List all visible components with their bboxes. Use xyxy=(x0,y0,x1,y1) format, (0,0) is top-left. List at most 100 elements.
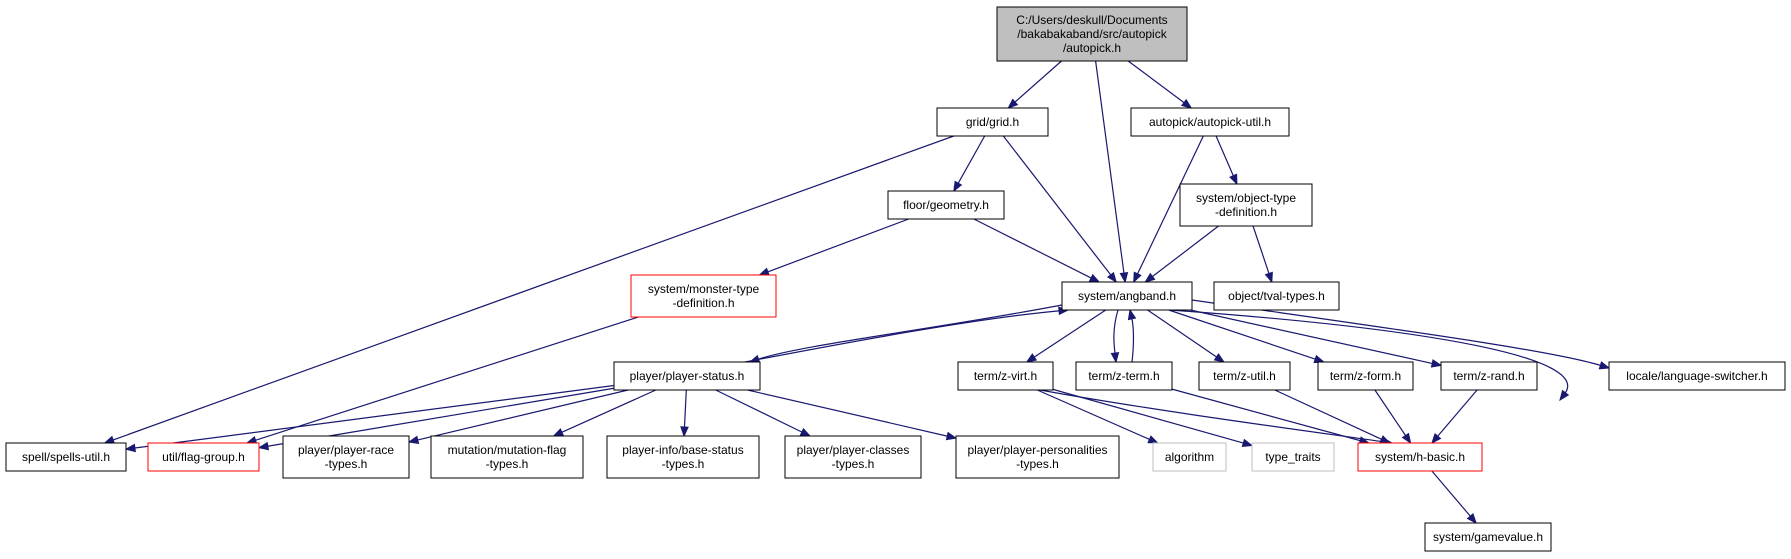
node-personalities[interactable]: player/player-personalities-types.h xyxy=(955,435,1120,479)
node-typetraits[interactable]: type_traits xyxy=(1251,442,1335,472)
node-label-line: player/player-status.h xyxy=(630,369,745,383)
edge-player_status-to-spells xyxy=(124,384,615,453)
edge-angband-to-gamevalue xyxy=(1169,309,1570,402)
node-autopick-util[interactable]: autopick/autopick-util.h xyxy=(1130,107,1290,137)
node-gamevalue[interactable]: system/gamevalue.h xyxy=(1424,522,1552,552)
node-angband[interactable]: system/angband.h xyxy=(1061,281,1193,311)
node-box xyxy=(630,274,777,318)
edge-autopick_util-to-angband xyxy=(1133,135,1204,284)
node-box xyxy=(955,435,1120,479)
node-box xyxy=(147,442,260,472)
node-zrand[interactable]: term/z-rand.h xyxy=(1440,361,1538,391)
edge-zvirt-to-typetraits xyxy=(1052,388,1254,448)
node-box xyxy=(1152,442,1227,472)
node-label-line: util/flag-group.h xyxy=(162,450,245,464)
edge-autopick_util-to-object_type xyxy=(1215,135,1238,186)
edge-root-to-angband xyxy=(1095,60,1129,284)
node-label-line: -definition.h xyxy=(1215,205,1277,219)
edge-angband-to-zvirt xyxy=(1025,309,1107,363)
edge-angband-to-zutil xyxy=(1147,309,1226,363)
edge-geometry-to-monster_type xyxy=(758,218,909,276)
node-zform[interactable]: term/z-form.h xyxy=(1317,361,1414,391)
node-box xyxy=(1130,107,1290,137)
node-box xyxy=(1198,361,1291,391)
node-label-line: term/z-util.h xyxy=(1213,369,1276,383)
node-box xyxy=(1213,281,1340,311)
node-box xyxy=(1075,361,1173,391)
node-box xyxy=(936,107,1049,137)
node-label-line: system/angband.h xyxy=(1078,289,1176,303)
node-hbasic[interactable]: system/h-basic.h xyxy=(1357,442,1483,472)
edge-angband-to-zterm xyxy=(1110,309,1120,364)
node-label-line: /bakabakaband/src/autopick xyxy=(1017,27,1167,41)
node-root: C:/Users/deskull/Documents/bakabakaband/… xyxy=(996,6,1188,62)
node-label-line: -definition.h xyxy=(672,296,734,310)
node-geometry[interactable]: floor/geometry.h xyxy=(887,190,1005,220)
edge-player_status-to-personalities xyxy=(747,389,958,441)
edges-layer xyxy=(103,60,1611,525)
node-box xyxy=(1061,281,1193,311)
node-label-line: locale/language-switcher.h xyxy=(1626,369,1767,383)
node-label-line: type_traits xyxy=(1265,450,1320,464)
node-zutil[interactable]: term/z-util.h xyxy=(1198,361,1291,391)
edge-root-to-autopick_util xyxy=(1127,60,1193,109)
node-object-type[interactable]: system/object-type-definition.h xyxy=(1179,183,1313,227)
edge-hbasic-to-gamevalue xyxy=(1431,470,1477,525)
node-locale[interactable]: locale/language-switcher.h xyxy=(1608,361,1786,391)
node-box xyxy=(606,435,760,479)
edge-object_type-to-angband xyxy=(1144,225,1219,283)
edge-object_type-to-tval xyxy=(1252,225,1273,284)
node-label-line: -types.h xyxy=(662,457,705,471)
node-zterm[interactable]: term/z-term.h xyxy=(1075,361,1173,391)
node-flaggroup[interactable]: util/flag-group.h xyxy=(147,442,260,472)
edge-player_status-to-race xyxy=(407,389,629,445)
node-race[interactable]: player/player-race-types.h xyxy=(282,435,410,479)
node-grid[interactable]: grid/grid.h xyxy=(936,107,1049,137)
node-label-line: C:/Users/deskull/Documents xyxy=(1016,13,1167,27)
edge-grid-to-spells xyxy=(103,135,954,444)
node-label-line: system/h-basic.h xyxy=(1375,450,1465,464)
edge-angband-to-zrand xyxy=(1190,309,1443,368)
edge-player_status-to-basestatus xyxy=(680,389,689,438)
node-mutation[interactable]: mutation/mutation-flag-types.h xyxy=(430,435,584,479)
node-label-line: autopick/autopick-util.h xyxy=(1149,115,1271,129)
node-spells[interactable]: spell/spells-util.h xyxy=(5,442,127,472)
node-tval[interactable]: object/tval-types.h xyxy=(1213,281,1340,311)
nodes-layer: C:/Users/deskull/Documents/bakabakaband/… xyxy=(5,6,1786,552)
node-box xyxy=(1357,442,1483,472)
node-player-status[interactable]: player/player-status.h xyxy=(613,361,761,391)
edge-player_status-to-classes xyxy=(715,389,812,437)
node-box xyxy=(957,361,1054,391)
node-label-line: algorithm xyxy=(1165,450,1214,464)
node-label-line: grid/grid.h xyxy=(966,115,1019,129)
node-label-line: floor/geometry.h xyxy=(903,198,989,212)
node-algorithm[interactable]: algorithm xyxy=(1152,442,1227,472)
node-basestatus[interactable]: player-info/base-status-types.h xyxy=(606,435,760,479)
node-box xyxy=(430,435,584,479)
edge-root-to-grid xyxy=(1007,60,1062,109)
edge-geometry-to-angband xyxy=(973,218,1101,283)
node-label-line: system/gamevalue.h xyxy=(1433,530,1543,544)
node-box xyxy=(1440,361,1538,391)
node-box xyxy=(1424,522,1552,552)
node-label-line: -types.h xyxy=(1016,457,1059,471)
edge-zterm-to-angband xyxy=(1127,308,1137,363)
node-box xyxy=(282,435,410,479)
node-label-line: system/object-type xyxy=(1196,191,1296,205)
node-zvirt[interactable]: term/z-virt.h xyxy=(957,361,1054,391)
node-classes[interactable]: player/player-classes-types.h xyxy=(784,435,922,479)
node-label-line: player/player-personalities xyxy=(967,443,1107,457)
node-monster-type[interactable]: system/monster-type-definition.h xyxy=(630,274,777,318)
node-label-line: term/z-virt.h xyxy=(974,369,1037,383)
node-box xyxy=(1251,442,1335,472)
edge-zform-to-hbasic xyxy=(1374,389,1412,445)
edge-grid-to-angband xyxy=(1002,135,1118,284)
node-label-line: /autopick.h xyxy=(1063,41,1121,55)
edge-zrand-to-hbasic xyxy=(1431,389,1478,445)
node-label-line: player-info/base-status xyxy=(622,443,743,457)
edge-player_status-to-angband xyxy=(744,306,1070,363)
edge-angband-to-locale xyxy=(1191,299,1611,370)
node-label-line: term/z-rand.h xyxy=(1453,369,1524,383)
node-label-line: mutation/mutation-flag xyxy=(448,443,567,457)
